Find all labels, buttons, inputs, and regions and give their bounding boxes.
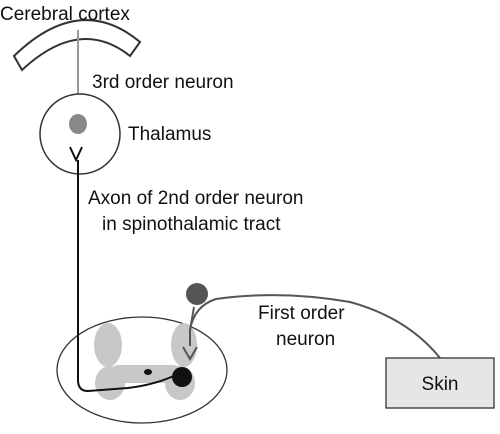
first-order-label-line2: neuron bbox=[276, 329, 335, 350]
axon-label-line2: in spinothalamic tract bbox=[102, 214, 281, 235]
second-order-cell-body bbox=[172, 367, 192, 387]
dorsal-root-ganglion-cell bbox=[186, 283, 208, 305]
first-order-neuron-axon bbox=[189, 294, 441, 359]
axon-label-line1: Axon of 2nd order neuron bbox=[88, 188, 304, 209]
skin-box bbox=[385, 357, 495, 409]
skin-label: Skin bbox=[422, 374, 459, 395]
cerebral-cortex-shape bbox=[12, 19, 142, 72]
thalamic-cell-body bbox=[69, 114, 87, 134]
third-order-neuron-label: 3rd order neuron bbox=[92, 72, 234, 93]
thalamus-circle bbox=[39, 93, 121, 175]
cerebral-cortex-label: Cerebral cortex bbox=[0, 4, 130, 25]
thalamic-synapse-terminal bbox=[69, 146, 83, 163]
thalamus-label: Thalamus bbox=[128, 124, 211, 145]
second-order-axon bbox=[77, 160, 177, 393]
central-canal bbox=[144, 369, 152, 375]
dorsal-horn-synapse-terminal bbox=[182, 346, 198, 361]
first-order-label-line1: First order bbox=[258, 303, 345, 324]
